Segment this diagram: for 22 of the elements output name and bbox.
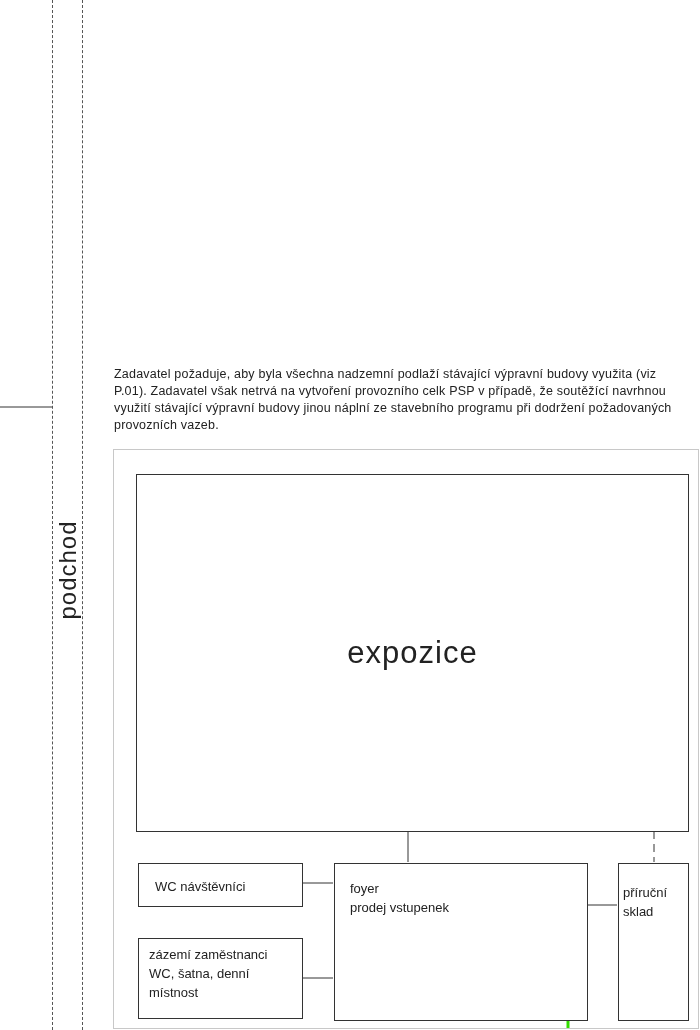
room-box — [618, 863, 689, 1021]
connector-line — [653, 830, 655, 863]
connector-line — [566, 1020, 570, 1029]
connector-line — [586, 904, 618, 906]
room-box — [136, 474, 689, 832]
building-outline — [113, 449, 699, 1029]
passage-label: podchod — [53, 520, 82, 620]
room-label: zázemí zaměstnanci — [149, 946, 269, 964]
passage-band — [52, 0, 83, 1030]
connector-line — [301, 882, 334, 884]
note-paragraph: Zadavatel požaduje, aby byla všechna nadzemní podlaží stávající výpravní budovy využita (viz P.01). Zadavatel však netrvá na vytvoření provozního celk PSP v případě, že soutěžící navrhnou využití stávající výpravní budovy jinou náplní ze stavebního programu při dodržení požadovaných provozních vazeb. — [114, 366, 673, 434]
connector-line — [301, 977, 334, 979]
room-label: foyer — [350, 880, 380, 898]
room-label: prodej vstupenek — [350, 899, 450, 917]
connector-line — [407, 830, 409, 863]
room-box — [334, 863, 588, 1021]
room-box — [138, 863, 303, 907]
room-box — [138, 938, 303, 1019]
room-label: expozice — [347, 635, 478, 671]
room-label: WC návštěvníci — [155, 878, 247, 896]
room-label: WC, šatna, denní místnost — [149, 965, 251, 1002]
room-label: příruční sklad — [623, 884, 669, 921]
